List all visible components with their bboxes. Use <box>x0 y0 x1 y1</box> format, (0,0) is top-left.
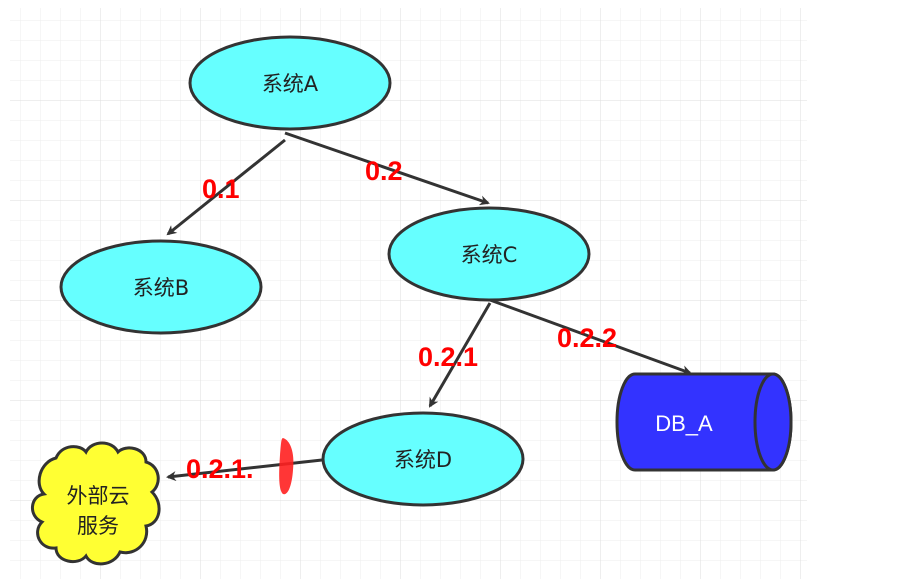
edge-a-to-b <box>166 138 286 236</box>
cloud-shape <box>31 441 161 566</box>
edge-label-a-to-c: 0.2 <box>365 156 403 186</box>
cloud-external-service[interactable]: 外部云 服务 <box>31 441 161 566</box>
database-db-a[interactable]: DB_A <box>615 372 793 472</box>
node-system-a-label: 系统A <box>262 72 319 96</box>
edge-c-to-db <box>489 298 692 375</box>
node-system-d[interactable]: 系统D <box>321 411 525 507</box>
red-scribble-mark <box>279 438 294 495</box>
node-system-d-label: 系统D <box>394 448 452 472</box>
node-system-b[interactable]: 系统B <box>59 239 263 335</box>
edge-d-to-cloud <box>166 458 323 482</box>
node-system-c-label: 系统C <box>461 243 518 267</box>
node-system-b-label: 系统B <box>133 276 189 300</box>
node-system-c[interactable]: 系统C <box>387 206 591 302</box>
cloud-label-line1: 外部云 <box>67 484 130 508</box>
cloud-label-line2: 服务 <box>77 514 119 538</box>
edge-label-c-to-db: 0.2.2 <box>557 323 617 353</box>
edge-label-a-to-b: 0.1 <box>202 174 240 204</box>
edge-c-to-d <box>428 302 492 408</box>
edge-label-d-to-cloud: 0.2.1. <box>186 454 254 484</box>
node-system-a[interactable]: 系统A <box>188 35 392 131</box>
database-label: DB_A <box>655 411 713 436</box>
edge-label-c-to-d: 0.2.1 <box>418 342 478 372</box>
edge-a-to-c <box>284 131 490 206</box>
